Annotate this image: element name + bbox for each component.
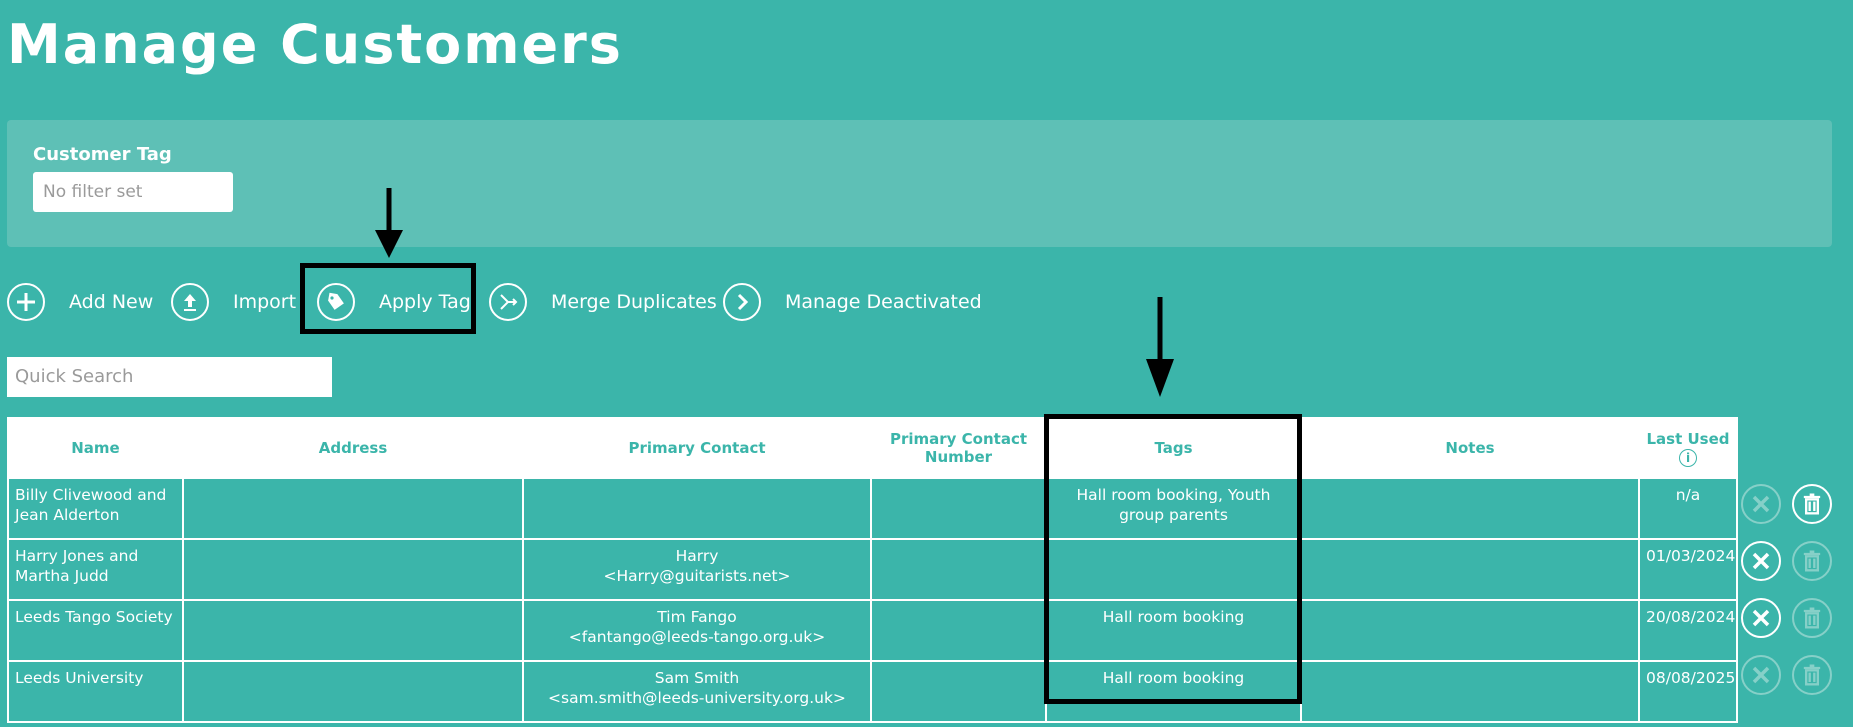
table-row[interactable]: Harry Jones and Martha Judd Harry <Harry@… — [7, 538, 1738, 601]
cell-last-used: 20/08/2024 — [1638, 599, 1738, 662]
trash-icon — [1803, 664, 1821, 686]
down-arrow-icon — [1146, 297, 1174, 397]
col-header-primary-contact-number[interactable]: Primary Contact Number — [870, 417, 1047, 479]
cell-tags: Hall room booking — [1045, 660, 1302, 723]
trash-icon — [1803, 550, 1821, 572]
cell-name: Billy Clivewood and Jean Alderton — [7, 477, 184, 540]
delete-button[interactable] — [1792, 541, 1832, 581]
col-header-primary-contact[interactable]: Primary Contact — [522, 417, 872, 479]
merge-duplicates-label: Merge Duplicates — [551, 291, 717, 313]
cell-tags: Hall room booking, Youth group parents — [1045, 477, 1302, 540]
contact-name: Harry — [675, 547, 719, 565]
table-row[interactable]: Leeds Tango Society Tim Fango <fantango@l… — [7, 599, 1738, 662]
down-arrow-icon — [375, 188, 403, 258]
cell-address — [182, 660, 524, 723]
cell-address — [182, 538, 524, 601]
cell-number — [870, 660, 1047, 723]
add-new-label: Add New — [69, 291, 154, 313]
cell-primary-contact: Tim Fango <fantango@leeds-tango.org.uk> — [522, 599, 872, 662]
cell-notes — [1300, 477, 1640, 540]
delete-button[interactable] — [1792, 598, 1832, 638]
deactivate-button[interactable] — [1741, 541, 1781, 581]
filter-panel: Customer Tag No filter set — [7, 120, 1832, 247]
cell-number — [870, 599, 1047, 662]
cell-last-used: 01/03/2024 — [1638, 538, 1738, 601]
delete-button[interactable] — [1792, 655, 1832, 695]
trash-icon — [1803, 493, 1821, 515]
x-circle-icon — [1752, 552, 1770, 570]
cell-address — [182, 599, 524, 662]
apply-tag-label: Apply Tag — [379, 291, 471, 313]
deactivate-button[interactable] — [1741, 484, 1781, 524]
cell-last-used: 08/08/2025 — [1638, 660, 1738, 723]
quick-search-input[interactable]: Quick Search — [7, 357, 332, 397]
col-header-last-used[interactable]: Last Used i — [1638, 417, 1738, 479]
deactivate-button[interactable] — [1741, 598, 1781, 638]
cell-address — [182, 477, 524, 540]
cell-name: Leeds Tango Society — [7, 599, 184, 662]
cell-name: Harry Jones and Martha Judd — [7, 538, 184, 601]
last-used-label: Last Used — [1646, 429, 1730, 448]
col-header-notes[interactable]: Notes — [1300, 417, 1640, 479]
customer-tag-label: Customer Tag — [33, 144, 172, 165]
contact-email: <sam.smith@leeds-university.org.uk> — [548, 689, 846, 707]
customers-table: Name Address Primary Contact Primary Con… — [7, 417, 1738, 723]
trash-icon — [1803, 607, 1821, 629]
cell-last-used: n/a — [1638, 477, 1738, 540]
info-icon[interactable]: i — [1679, 448, 1697, 467]
contact-email: <Harry@guitarists.net> — [603, 567, 791, 585]
apply-tag-button[interactable]: Apply Tag — [317, 280, 471, 324]
add-new-button[interactable]: Add New — [7, 280, 153, 324]
upload-circle-icon — [171, 283, 209, 321]
chevron-right-circle-icon — [723, 283, 761, 321]
cell-notes — [1300, 599, 1640, 662]
cell-primary-contact: Harry <Harry@guitarists.net> — [522, 538, 872, 601]
cell-number — [870, 477, 1047, 540]
cell-notes — [1300, 538, 1640, 601]
contact-name: Sam Smith — [654, 669, 740, 687]
plus-circle-icon — [7, 283, 45, 321]
manage-deactivated-button[interactable]: Manage Deactivated — [723, 280, 982, 324]
cell-notes — [1300, 660, 1640, 723]
customer-tag-filter-input[interactable]: No filter set — [33, 172, 233, 212]
tags-column-highlight-box — [1044, 414, 1302, 704]
x-circle-icon — [1752, 609, 1770, 627]
import-label: Import — [233, 291, 297, 313]
contact-email: <fantango@leeds-tango.org.uk> — [568, 628, 826, 646]
deactivate-button[interactable] — [1741, 655, 1781, 695]
merge-circle-icon — [489, 283, 527, 321]
cell-tags: Hall room booking — [1045, 599, 1302, 662]
table-row[interactable]: Billy Clivewood and Jean Alderton Hall r… — [7, 477, 1738, 540]
x-circle-icon — [1752, 495, 1770, 513]
col-header-tags[interactable]: Tags — [1045, 417, 1302, 479]
cell-tags — [1045, 538, 1302, 601]
merge-duplicates-button[interactable]: Merge Duplicates — [489, 280, 717, 324]
contact-name: Tim Fango — [657, 608, 737, 626]
apply-tag-highlight-box — [300, 263, 476, 334]
col-header-address[interactable]: Address — [182, 417, 524, 479]
tag-circle-icon — [317, 283, 355, 321]
cell-primary-contact — [522, 477, 872, 540]
table-header-row: Name Address Primary Contact Primary Con… — [7, 417, 1738, 479]
x-circle-icon — [1752, 666, 1770, 684]
col-header-name[interactable]: Name — [7, 417, 184, 479]
manage-deactivated-label: Manage Deactivated — [785, 291, 982, 313]
cell-name: Leeds University — [7, 660, 184, 723]
page-title: Manage Customers — [7, 13, 623, 76]
cell-number — [870, 538, 1047, 601]
import-button[interactable]: Import — [171, 280, 296, 324]
cell-primary-contact: Sam Smith <sam.smith@leeds-university.org… — [522, 660, 872, 723]
delete-button[interactable] — [1792, 484, 1832, 524]
table-row[interactable]: Leeds University Sam Smith <sam.smith@lee… — [7, 660, 1738, 723]
